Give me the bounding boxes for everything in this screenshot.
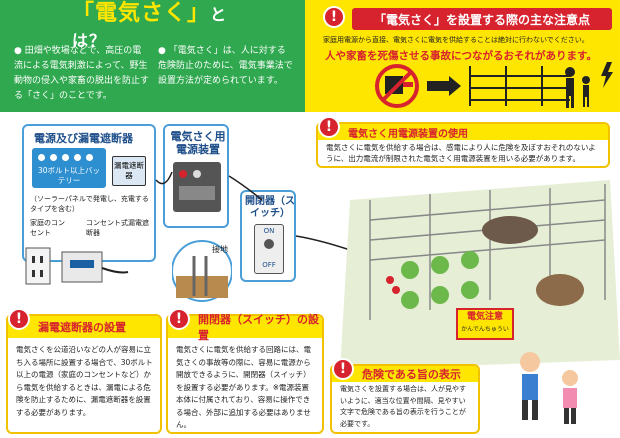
callout-breaker-icon: ! [8,308,30,330]
ground-illustration [172,240,232,302]
switch-title: 開閉器（スイッチ） [245,196,295,219]
power-device-panel: 電気さく用電源装置 [163,124,229,228]
bullet-icon: ● [158,46,166,56]
outlet-illustration [25,247,129,285]
callout-switch: 開閉器（スイッチ）の設置 電気さくに電気を供給する回路には、電気さくの事故等の際… [166,313,324,434]
outlet-label: 家庭のコンセント [30,219,65,237]
callout-switch-title: 開閉器（スイッチ）の設置 [168,313,322,342]
warning-icon: ! [323,6,345,28]
intro-paragraph-b: ● 「電気さく」は、人に対する危険防止のために、電気事業法で設置方法が定められて… [158,46,293,86]
power-device-title: 電気さく用電源装置 [170,130,226,156]
callout-sign-title: 危険である旨の表示 [332,366,478,382]
warning-danger-text: 人や家畜を死傷させる事故につながるおそれがあります。 [325,50,597,62]
breaker-panel: 電源及び漏電遮断器 30ボルト以上バッテリー 漏電遮断器 （ソーラーパネルで発電… [22,124,156,262]
ground-label: 接地 [212,245,228,254]
warning-title: 「電気さく」を設置する際の主な注意点 [352,8,612,30]
children-illustration [520,352,578,424]
switch-icon: ON OFF [254,224,284,274]
callout-sign-body: 電気さくを設置する場合は、人が見やすいように、適当な位置や間隔、見やすい文字で危… [340,385,466,428]
breaker-unit: 漏電遮断器 [112,156,146,186]
title-quote: 「電気さく」 [72,0,211,26]
intro-header: 「電気さく」とは？ ● 田畑や牧場などで、高圧の電流による電気刺激によって、野生… [0,0,305,112]
switch-panel: 開閉器（スイッチ） ON OFF [240,190,296,282]
warning-subtitle: 家庭用電源から直接、電気さくに電気を供給することは絶対に行わないでください。 [323,36,589,44]
battery-icon: 30ボルト以上バッテリー [32,148,106,188]
callout-switch-body: 電気さくに電気を供給する回路には、電気さくの事故等の際に、容易に電源から開放でき… [176,345,311,429]
intro-paragraph-a: ● 田畑や牧場などで、高圧の電流による電気刺激によって、野生動物の侵入や家畜の脱… [14,46,150,101]
callout-power-device-title: 電気さく用電源装置の使用 [318,124,608,140]
callout-sign-icon: ! [332,358,354,380]
danger-sign: 電気注意 かんでんちゅうい [456,308,514,340]
solar-note: （ソーラーパネルで発電し、充電するタイプを含む） [30,195,149,213]
callout-power-device: 電気さく用電源装置の使用 電気さくに電気を供給する場合は、感電により人に危険を及… [316,122,610,168]
title-tail: とは？ [72,4,228,50]
callout-sign: 危険である旨の表示 電気さくを設置する場合は、人が見やすいように、適当な位置や間… [330,364,480,434]
callout-switch-icon: ! [168,308,190,330]
bullet-icon: ● [14,46,22,56]
warning-illustration [375,62,613,108]
callout-breaker-body: 電気さくを公道沿いなどの人が容易に立ち入る場所に設置する場合で、30ボルト以上の… [16,345,153,417]
callout-breaker-title: 漏電遮断器の設置 [8,316,160,338]
callout-power-device-body: 電気さくに電気を供給する場合は、感電により人に危険を及ぼすおそれのないように、出… [326,143,596,163]
callout-power-device-icon: ! [318,116,340,138]
intro-title: 「電気さく」とは？ [72,1,238,50]
outlet-breaker-label: コンセント式漏電遮断器 [86,219,149,237]
warning-header: ! 「電気さく」を設置する際の主な注意点 家庭用電源から直接、電気さくに電気を供… [305,0,620,112]
callout-breaker: 漏電遮断器の設置 電気さくを公道沿いなどの人が容易に立ち入る場所に設置する場合で… [6,314,162,434]
field-illustration [340,180,620,370]
breaker-panel-title: 電源及び漏電遮断器 [34,132,133,145]
power-device-icon [173,162,221,212]
